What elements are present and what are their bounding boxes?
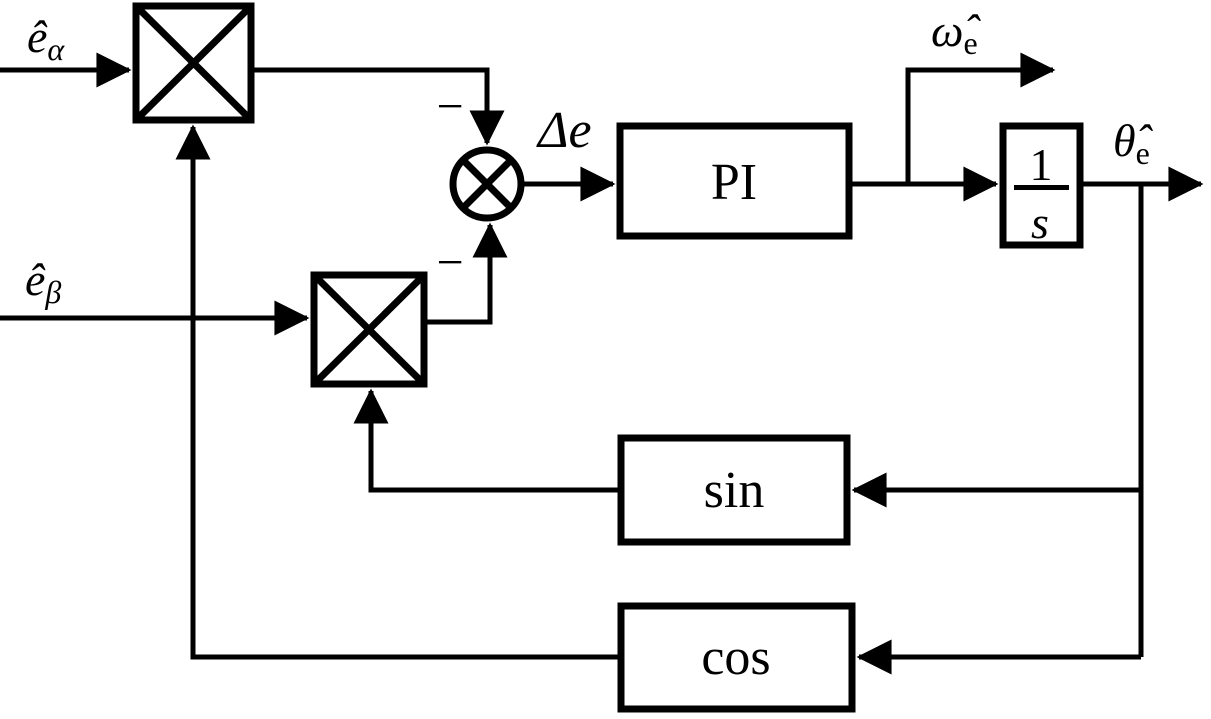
speed-output-branch-wire — [905, 52, 1056, 184]
multiplier-cross-icon — [133, 3, 254, 123]
sin-label: sin — [704, 462, 765, 519]
cos-label: cos — [701, 629, 770, 686]
pi-block: PI — [616, 122, 853, 240]
sin-block: sin — [617, 434, 851, 546]
cos-output-wire — [175, 124, 621, 660]
delta-e-label: Δe — [536, 102, 592, 159]
multiplier-alpha-output-wire — [251, 67, 505, 146]
integrator-block: 1 s — [999, 122, 1084, 249]
minus-sign-top: − — [436, 80, 463, 133]
wires — [0, 52, 1204, 675]
pi-label: PI — [711, 154, 757, 211]
multiplier-alpha-block — [132, 2, 255, 124]
pi-box — [616, 122, 853, 240]
minus-sign-bottom: − — [436, 236, 463, 289]
multiplier-cross-icon — [311, 272, 427, 387]
multiplier-beta-output-wire — [424, 222, 508, 325]
e-beta-label: êβ — [25, 254, 61, 310]
multiplier-beta-block — [310, 271, 428, 388]
cos-block: cos — [617, 602, 856, 713]
summing-junction — [449, 146, 525, 222]
e-alpha-label: êα — [27, 11, 65, 67]
theta-e-label: θ̂e — [1113, 115, 1154, 171]
signal-labels: êα êβ − − Δe ω̂e θ̂e — [25, 5, 1154, 310]
integrator-denominator: s — [1031, 197, 1049, 248]
summing-cross-icon — [460, 157, 514, 211]
sin-box — [617, 434, 851, 546]
integrator-numerator: 1 — [1030, 139, 1053, 190]
blocks: PI 1 s sin cos — [132, 2, 1084, 713]
cos-box — [617, 602, 856, 713]
omega-e-label: ω̂e — [931, 5, 981, 61]
sin-output-wire — [353, 388, 621, 493]
